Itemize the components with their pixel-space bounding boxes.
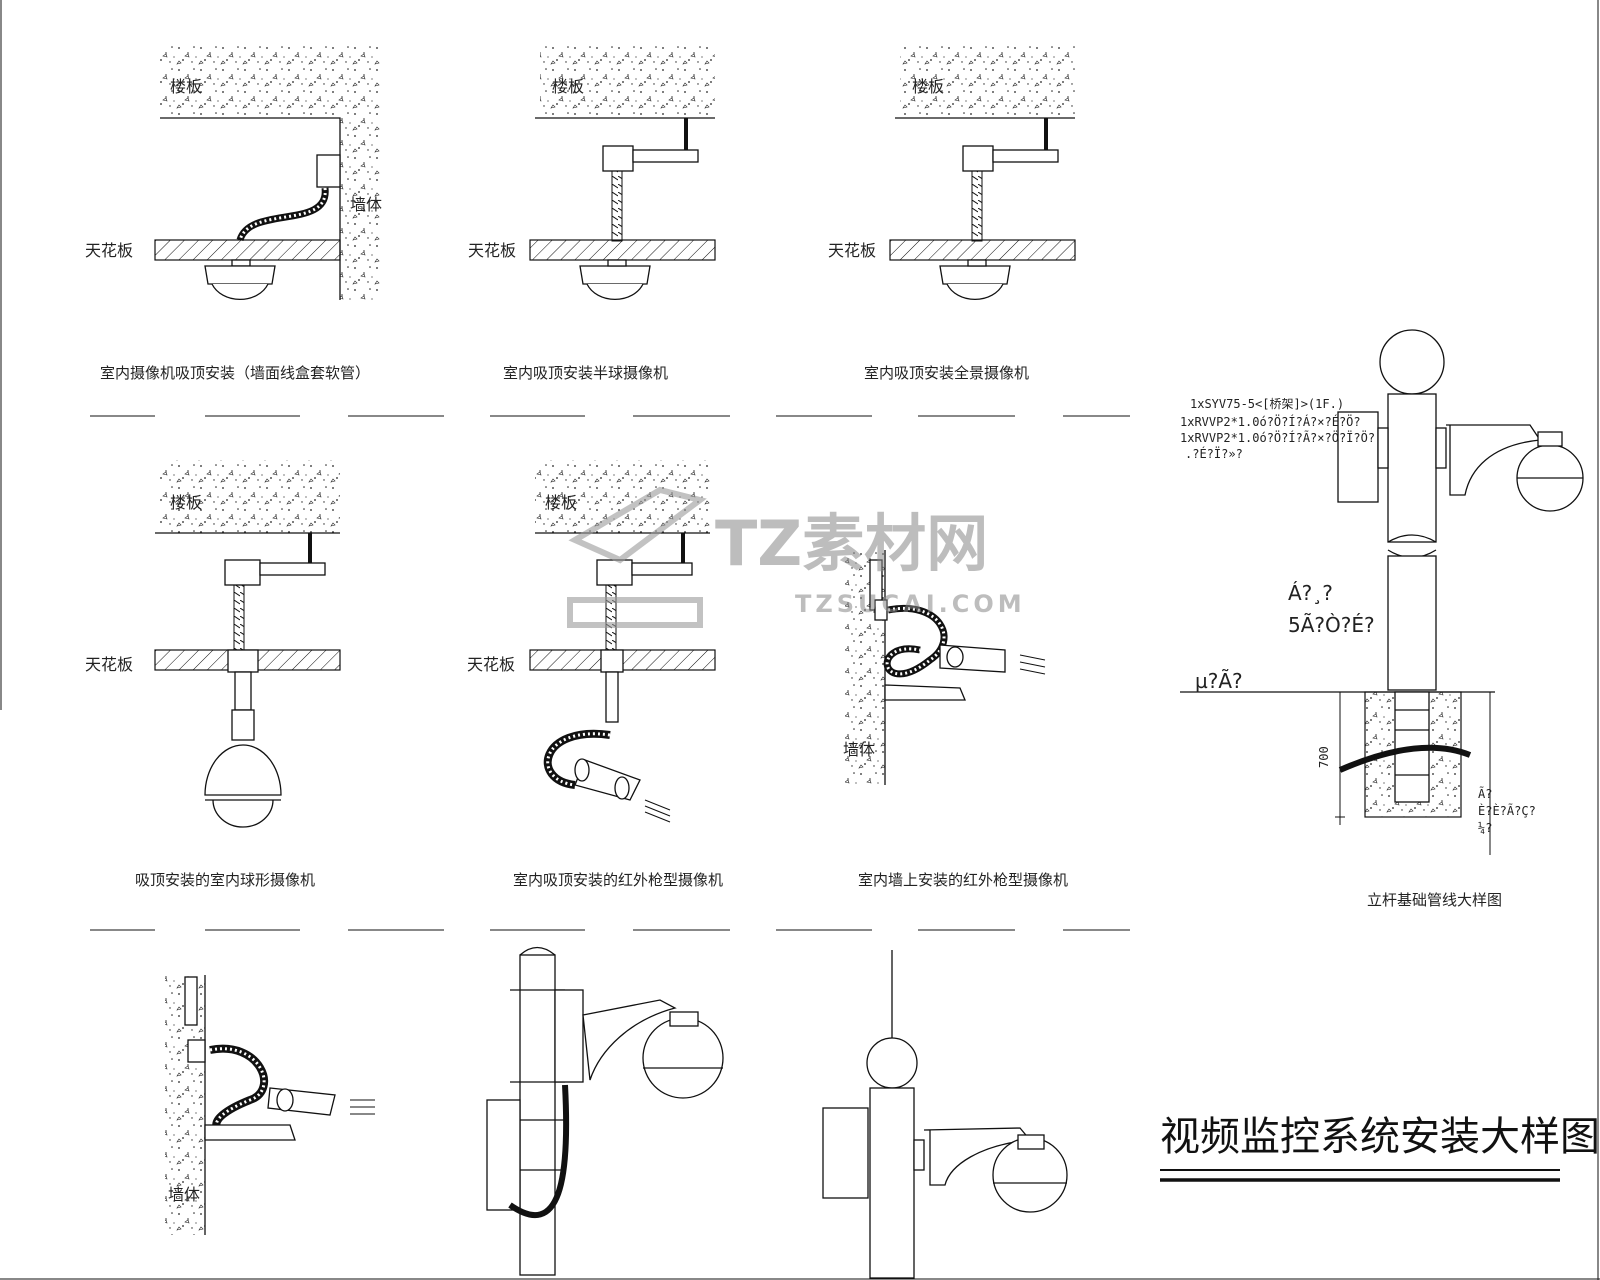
pole-mid-note-2: 5Ã?Ò?É? (1288, 613, 1375, 637)
ceiling-label: 天花板 (85, 655, 133, 674)
ceiling-label: 天花板 (467, 655, 515, 674)
pole-note-4: .?É?Ï?»? (1185, 446, 1243, 461)
dimension-label: 700 (1317, 746, 1331, 768)
watermark-domain: TZSUCAI.COM (795, 590, 1026, 618)
pole-mid-note-1: Á?¸? (1288, 581, 1333, 605)
pole-side-note-2: È?È?Ã?Ç? (1478, 803, 1536, 818)
diagram-ceiling-speed-dome: 楼板 天花板 吸顶安装的室内球形摄像机 (85, 460, 341, 889)
floor-slab-label: 楼板 (170, 493, 202, 512)
watermark: TZ素材网 TZSUCAI.COM (567, 486, 1026, 628)
diagram-pole-dome-ball-top (822, 950, 1068, 1279)
caption-d1: 室内摄像机吸顶安装（墙面线盒套软管） (100, 364, 370, 382)
pole-side-note-1: Ã? (1478, 786, 1492, 801)
diagram-wall-ir-bullet-camera: 墙体 室内墙上安装的红外枪型摄像机 (843, 550, 1068, 889)
caption-pole: 立杆基础管线大样图 (1367, 891, 1502, 909)
caption-d5: 室内吸顶安装的红外枪型摄像机 (513, 871, 723, 889)
sheet-title: 视频监控系统安装大样图 (1160, 1114, 1600, 1160)
diagram-ceiling-ir-bullet-camera: 楼板 天花板 室内吸顶安装的红外枪型摄像机 (467, 460, 723, 889)
pole-note-1: 1xSYV75-5<[桥架]>(1F.) (1190, 397, 1344, 411)
caption-d6: 室内墙上安装的红外枪型摄像机 (858, 871, 1068, 889)
watermark-brand: TZ素材网 (715, 507, 988, 580)
pole-side-note-3: ¼? (1478, 821, 1492, 835)
diagram-ceiling-dome-camera: 楼板 天花板 室内吸顶安装半球摄像机 (468, 45, 716, 382)
diagram-pole-foundation: 700 1xSYV75-5<[桥架]>(1F.) 1xRVVP2*1.0ó?Ö?… (1180, 329, 1584, 909)
diagram-ceiling-panoramic-camera: 楼板 天花板 室内吸顶安装全景摄像机 (828, 45, 1076, 382)
ceiling-label: 天花板 (828, 241, 876, 260)
floor-slab-label: 楼板 (170, 77, 202, 96)
caption-d4: 吸顶安装的室内球形摄像机 (135, 871, 315, 889)
sheet-title-block: 视频监控系统安装大样图 (1160, 1114, 1600, 1182)
wall-label: 墙体 (843, 740, 875, 759)
caption-d2: 室内吸顶安装半球摄像机 (503, 364, 668, 382)
floor-slab-label: 楼板 (552, 77, 584, 96)
floor-slab-label: 楼板 (912, 77, 944, 96)
wall-label: 墙体 (168, 1185, 200, 1204)
pole-note-3: 1xRVVP2*1.0ó?Ö?Í?Ã?×?Ö?Ï?Ö? (1180, 429, 1375, 445)
diagram-wall-bullet-camera-2: 墙体 (165, 975, 375, 1235)
wall-label: 墙体 (350, 195, 382, 214)
pole-note-2: 1xRVVP2*1.0ó?Ö?Í?Á?×?É?Ö? (1180, 413, 1361, 429)
caption-d3: 室内吸顶安装全景摄像机 (864, 364, 1029, 382)
ground-label: µ?Ã? (1195, 669, 1243, 693)
diagram-ceiling-camera-wall-box: 楼板 墙体 天花板 室内摄像机吸顶安装（墙面线盒套软管） (85, 45, 382, 382)
ceiling-label: 天花板 (468, 241, 516, 260)
diagram-pole-dome-with-box (486, 946, 724, 1276)
floor-slab-label: 楼板 (545, 493, 577, 512)
ceiling-label: 天花板 (85, 241, 133, 260)
